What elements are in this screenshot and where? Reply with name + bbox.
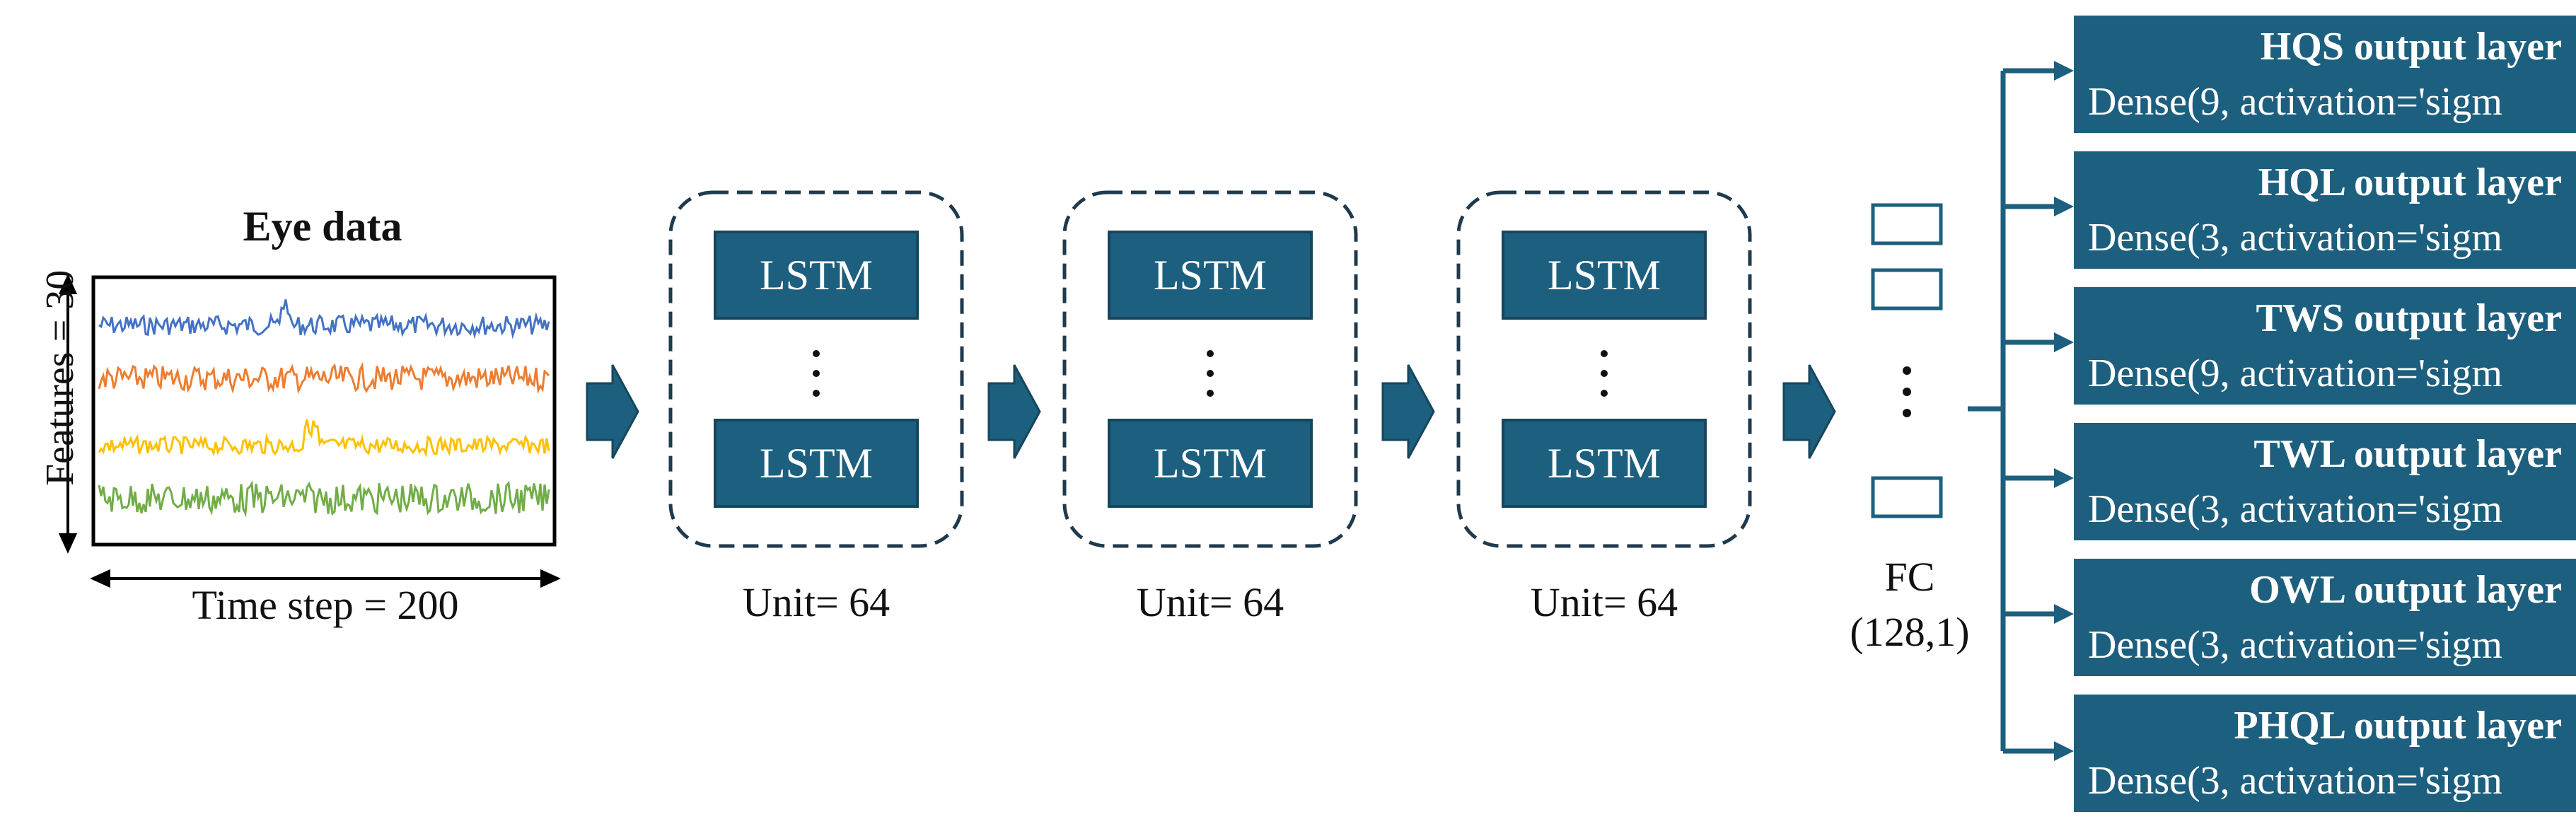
lstm-cell-bottom: LSTM: [1108, 419, 1313, 508]
output-layer-name: TWL output layer: [2253, 432, 2562, 476]
output-layer-dense: Dense(3, activation='sigm: [2088, 759, 2502, 803]
fc-ellipsis: [1903, 366, 1911, 417]
lstm-unit-label: Unit= 64: [742, 579, 890, 625]
output-layer-name: PHQL output layer: [2234, 704, 2562, 748]
eye-signal-trace: [98, 299, 550, 339]
output-layer-twl: TWL output layer Dense(3, activation='si…: [2074, 423, 2576, 540]
output-layer-tws: TWS output layer Dense(9, activation='si…: [2074, 287, 2576, 405]
fc-shape-label: (128,1): [1850, 609, 1970, 655]
output-layer-hql: HQL output layer Dense(3, activation='si…: [2074, 151, 2576, 269]
time-step-label: Time step = 200: [192, 582, 459, 628]
output-layer-name: TWS output layer: [2256, 296, 2563, 340]
lstm-ellipsis: [1600, 349, 1608, 402]
lstm-unit-label: Unit= 64: [1530, 579, 1678, 625]
fc-neuron-2: [1871, 268, 1943, 310]
eye-signal-trace: [98, 419, 550, 458]
output-layer-owl: OWL output layer Dense(3, activation='si…: [2074, 559, 2576, 676]
lstm-cell-top: LSTM: [1502, 231, 1707, 320]
flow-arrow-2: [987, 364, 1041, 459]
lstm-cell-top: LSTM: [1108, 231, 1313, 320]
flow-arrow-4: [1782, 364, 1836, 459]
features-label: Features = 30: [38, 269, 82, 486]
output-layer-hqs: HQS output layer Dense(9, activation='si…: [2074, 16, 2576, 133]
fc-neuron-1: [1871, 203, 1943, 245]
output-layer-dense: Dense(3, activation='sigm: [2088, 623, 2502, 667]
lstm-cell-top: LSTM: [714, 231, 919, 320]
output-layer-dense: Dense(3, activation='sigm: [2088, 487, 2502, 531]
fc-label: FC: [1884, 554, 1935, 600]
lstm-ellipsis: [812, 349, 820, 402]
time-axis-arrow: [90, 569, 561, 588]
output-layer-name: HQL output layer: [2258, 161, 2562, 204]
eye-signal-trace: [98, 480, 550, 518]
output-layer-dense: Dense(3, activation='sigm: [2088, 216, 2502, 260]
lstm-ellipsis: [1206, 349, 1214, 402]
output-branch-connector: [1968, 61, 2074, 761]
eye-data-title: Eye data: [243, 203, 402, 250]
feature-axis-arrow: [58, 274, 78, 554]
lstm-block-3-border: [1456, 190, 1752, 548]
output-layer-dense: Dense(9, activation='sigm: [2088, 80, 2502, 124]
output-layer-phql: PHQL output layer Dense(3, activation='s…: [2074, 695, 2576, 812]
eye-signal-traces: [98, 299, 550, 518]
lstm-cell-bottom: LSTM: [1502, 419, 1707, 508]
lstm-cell-bottom: LSTM: [714, 419, 919, 508]
output-layer-dense: Dense(9, activation='sigm: [2088, 352, 2502, 395]
lstm-unit-label: Unit= 64: [1136, 579, 1284, 625]
flow-arrow-1: [586, 364, 639, 459]
output-layer-name: HQS output layer: [2260, 25, 2562, 69]
fc-neuron-3: [1871, 476, 1943, 518]
lstm-block-1-border: [668, 190, 964, 548]
eye-signal-trace: [98, 361, 550, 395]
flow-arrow-3: [1381, 364, 1435, 459]
output-layer-name: OWL output layer: [2249, 568, 2562, 612]
lstm-block-2-border: [1062, 190, 1358, 548]
